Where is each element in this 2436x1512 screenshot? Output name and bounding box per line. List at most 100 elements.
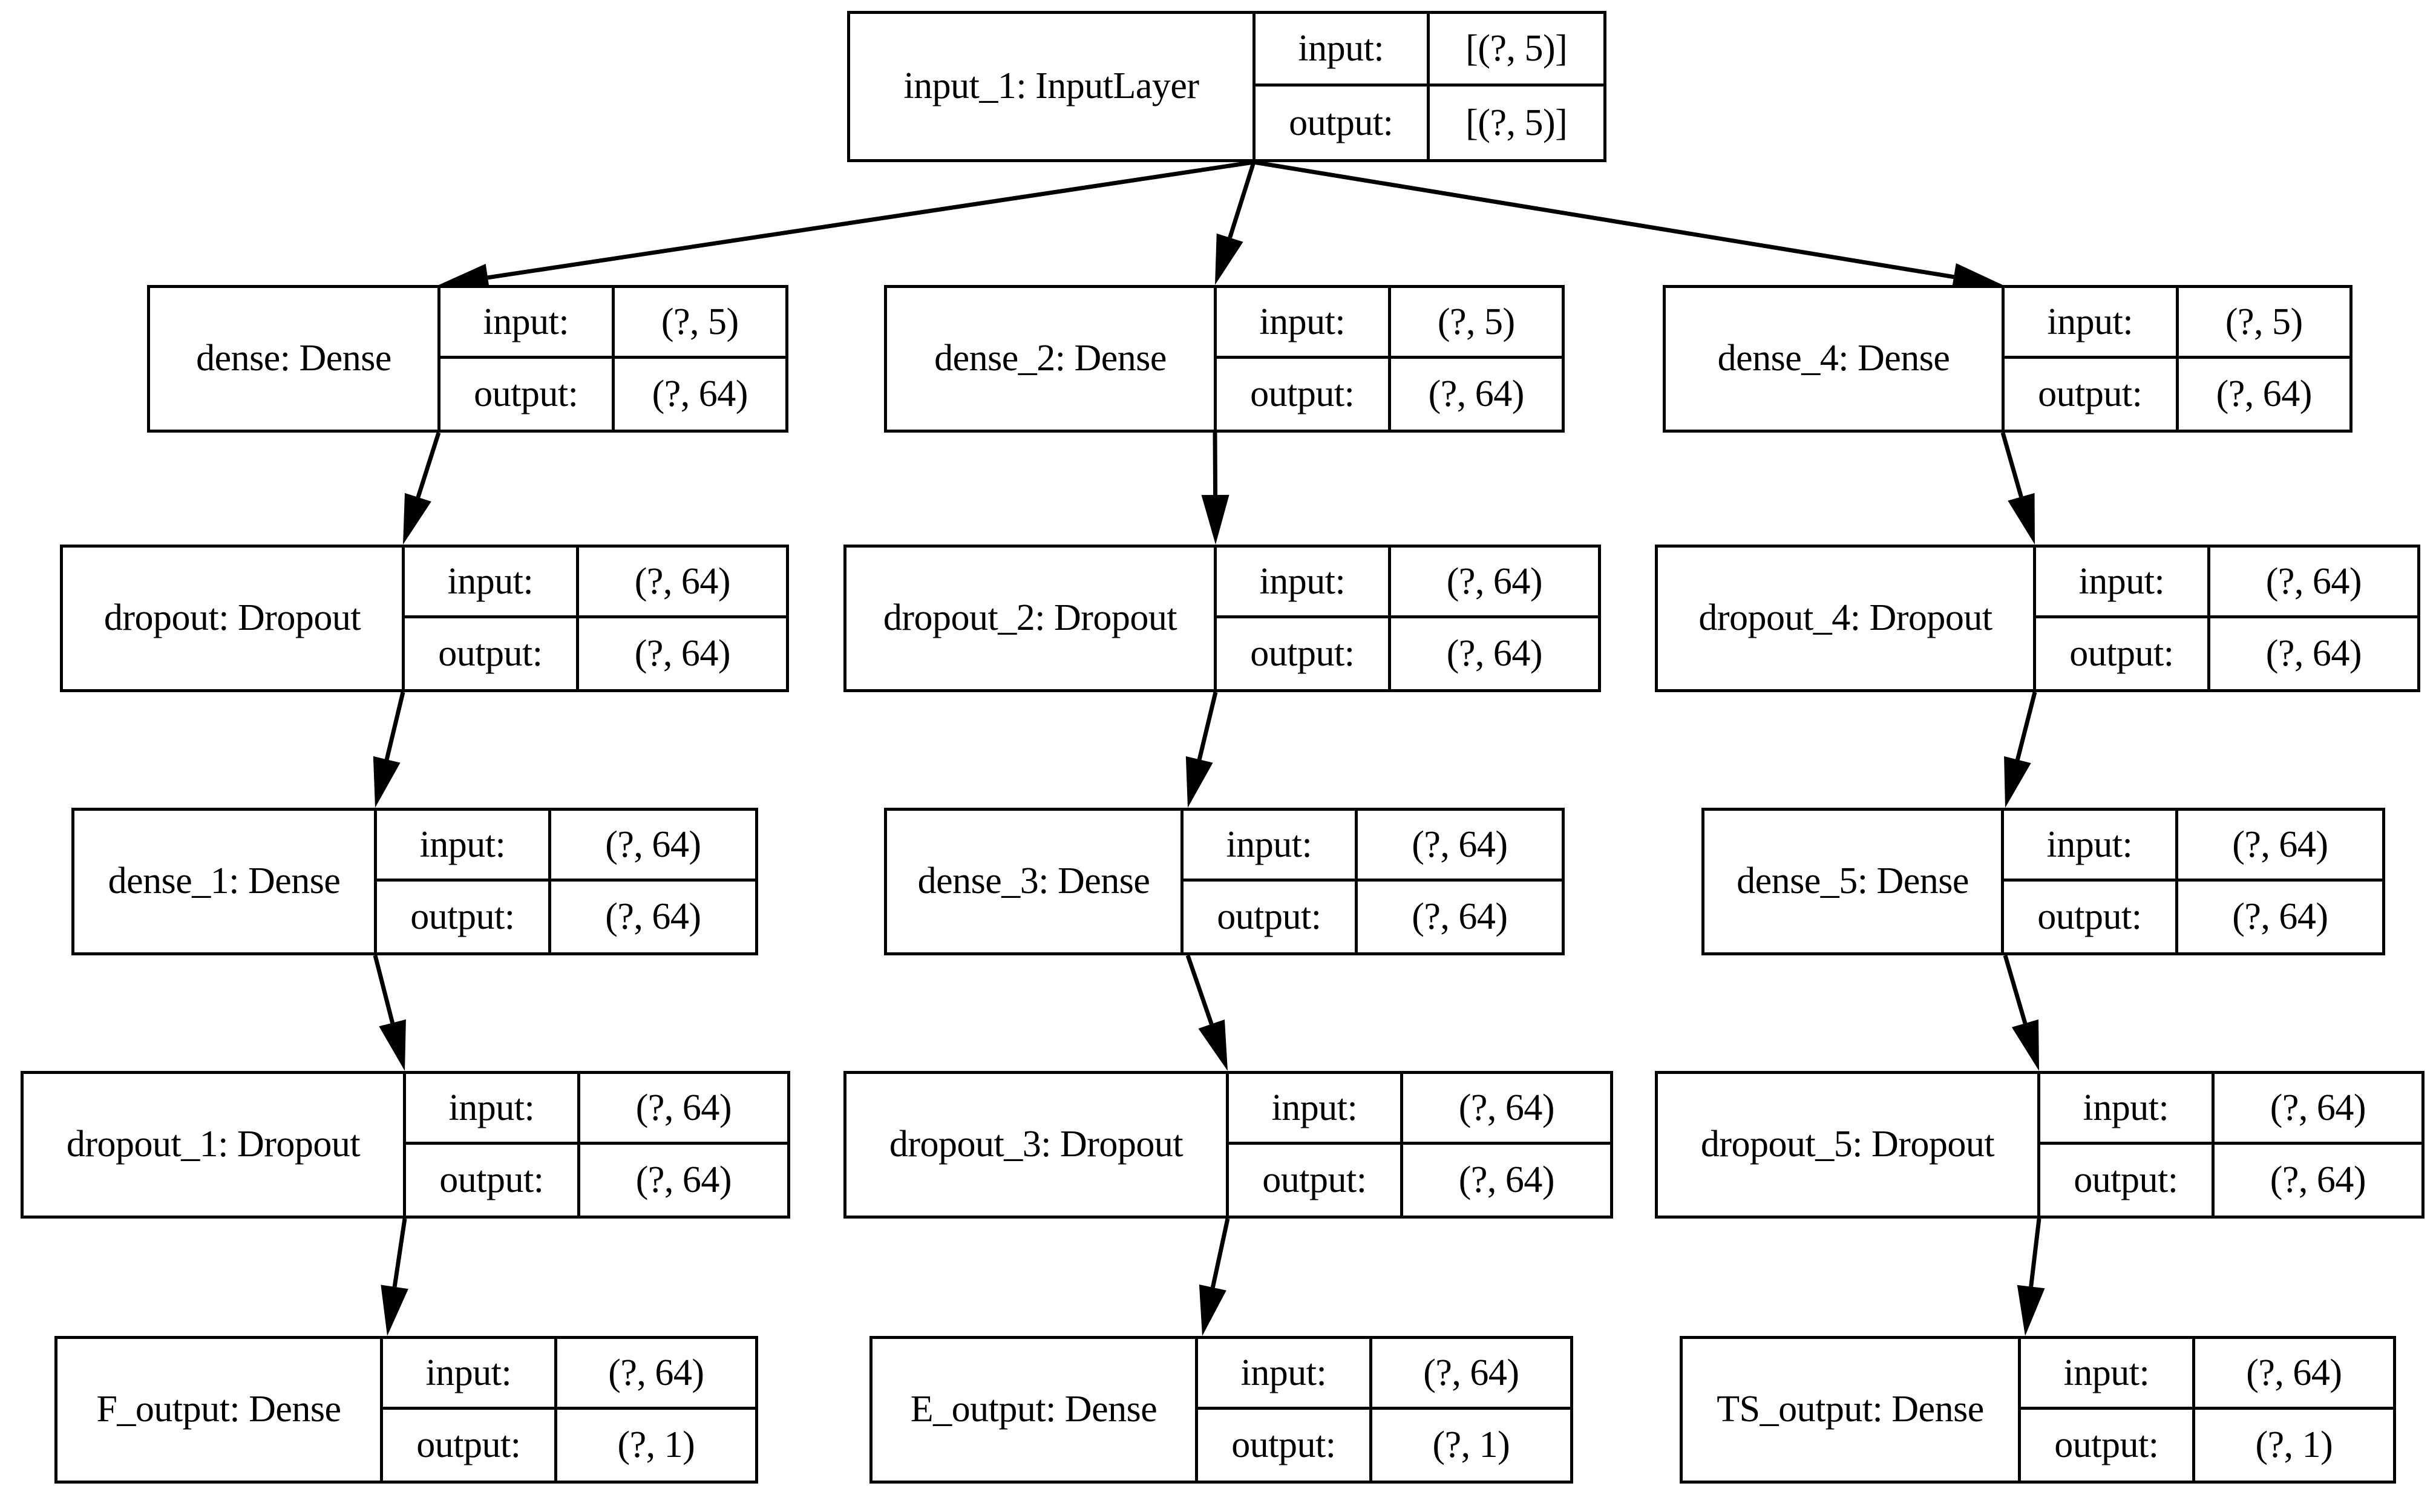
output-label-dense_3: output:: [1184, 882, 1358, 952]
io-row-input-dense_4: input:(?, 5): [2005, 288, 2349, 359]
io-row-output-dropout_1: output:(?, 64): [406, 1145, 787, 1216]
edge-arrowhead: [1199, 1284, 1226, 1336]
edge-arrowhead: [403, 493, 431, 545]
input-shape-dropout: (?, 64): [634, 560, 731, 602]
input-shape-dropout_1: (?, 64): [635, 1087, 732, 1128]
edge-shaft: [2003, 955, 2028, 1024]
edge-shaft: [392, 1218, 407, 1288]
input-shape-dense_4: (?, 5): [2225, 301, 2303, 342]
edge-shaft: [1213, 432, 1218, 496]
io-row-output-dropout_3: output: (?, 64): [1229, 1145, 1610, 1216]
input-shape-dropout_4: (?, 64): [2265, 560, 2362, 602]
io-row-output-dense_2: output: (?, 64): [1217, 359, 1562, 430]
edge-shaft: [1253, 160, 1954, 280]
node-label-dense_5: dense_5: Dense: [1737, 860, 1969, 902]
edge-dropout_1__F_output: [381, 1218, 408, 1336]
output-label-dense_2: output:: [1217, 359, 1391, 430]
output-label-TS_output: output:: [2021, 1410, 2195, 1481]
io-row-input-dropout_2: input:(?, 64): [1217, 548, 1598, 618]
edge-dropout_5__TS_output: [2017, 1218, 2045, 1336]
node-label-E_output: E_output: Dense: [910, 1389, 1157, 1430]
node-label-dense_4: dense_4: Dense: [1717, 338, 1950, 379]
node-label-dropout_2: dropout_2: Dropout: [883, 597, 1177, 639]
node-label-dense_2: dense_2: Dense: [934, 338, 1167, 379]
io-row-input-TS_output: input:(?, 64): [2021, 1339, 2393, 1410]
node-label-F_output: F_output: Dense: [96, 1389, 341, 1430]
node-label-dropout_3: dropout_3: Dropout: [889, 1124, 1184, 1165]
io-table-dropout_4: input:(?, 64)output: (?, 64): [2033, 548, 2417, 689]
io-table-dropout_3: input:(?, 64)output:(?, 64): [1226, 1074, 1610, 1216]
input-shape-dense_2: (?, 5): [1437, 301, 1515, 342]
io-row-input-dense_2: input:(?, 5): [1217, 288, 1562, 359]
input-shape-dense: (?, 5): [661, 301, 739, 342]
input-label-dense_5: input:: [2004, 811, 2178, 879]
node-F_output[interactable]: F_output: Dense input:(?, 64)output:(?, 1…: [54, 1336, 758, 1484]
io-row-output-TS_output: output:(?, 1): [2021, 1410, 2393, 1481]
input-label-dropout_5: input:: [2040, 1074, 2215, 1142]
output-shape-dense_2: (?, 64): [1428, 373, 1525, 414]
edge-arrowhead: [379, 1019, 406, 1071]
node-label-dense_3: dense_3: Dense: [917, 860, 1150, 902]
input-label-dropout: input:: [405, 548, 579, 615]
output-shape-dropout_5: (?, 64): [2270, 1159, 2366, 1200]
output-label-E_output: output:: [1198, 1410, 1372, 1481]
output-shape-dropout: (?, 64): [634, 633, 731, 674]
io-row-output-dropout: output: (?, 64): [405, 618, 786, 689]
edge-arrowhead: [2008, 493, 2035, 545]
io-row-output-dropout_5: output:(?, 64): [2040, 1145, 2421, 1216]
output-shape-E_output: (?, 1): [1432, 1424, 1510, 1465]
output-label-dropout: output:: [405, 618, 579, 689]
edge-dropout_3__E_output: [1199, 1218, 1230, 1336]
io-row-output-E_output: output: (?, 1): [1198, 1410, 1570, 1481]
output-label-dense: output:: [440, 359, 615, 430]
input-label-dense: input:: [440, 288, 615, 356]
output-label-dense_4: output:: [2005, 359, 2179, 430]
io-row-input-dense: input: (?, 5): [440, 288, 785, 359]
io-table-E_output: input:(?, 64)output:(?, 1): [1195, 1339, 1570, 1481]
node-dense_2[interactable]: dense_2: Dense input:(?, 5)output: (?, 64): [884, 285, 1565, 433]
output-label-dropout_3: output:: [1229, 1145, 1403, 1216]
output-label-F_output: output:: [383, 1410, 557, 1481]
io-row-input-dropout_4: input:(?, 64): [2036, 548, 2417, 618]
edge-arrowhead: [2017, 1285, 2045, 1336]
io-row-input-dense_1: input:(?, 64): [377, 811, 755, 882]
input-label-F_output: input:: [383, 1339, 557, 1407]
input-label-TS_output: input:: [2021, 1339, 2195, 1407]
output-shape-dense_3: (?, 64): [1412, 896, 1508, 937]
node-label-dropout_5: dropout_5: Dropout: [1700, 1124, 1995, 1165]
input-shape-dense_1: (?, 64): [605, 823, 701, 865]
io-row-input-dropout_5: input:(?, 64): [2040, 1074, 2421, 1145]
io-row-output-input_1: output:[(?, 5)]: [1256, 87, 1603, 159]
edge-arrowhead: [1201, 494, 1229, 545]
edge-arrowhead: [1198, 1019, 1228, 1071]
edge-shaft: [2000, 432, 2023, 498]
output-label-dropout_4: output:: [2036, 618, 2210, 689]
io-table-F_output: input:(?, 64)output:(?, 1): [380, 1339, 755, 1481]
output-shape-dropout_3: (?, 64): [1458, 1159, 1555, 1200]
io-table-dropout_5: input:(?, 64)output:(?, 64): [2037, 1074, 2421, 1216]
edge-dense_3__dropout_3: [1185, 954, 1228, 1071]
output-shape-dropout_4: (?, 64): [2265, 633, 2362, 674]
edge-input_1__dense_4: [1253, 160, 2003, 291]
edge-shaft: [1210, 1218, 1230, 1288]
input-shape-dense_3: (?, 64): [1412, 823, 1508, 865]
edge-arrowhead: [2004, 756, 2031, 808]
edge-shaft: [384, 692, 405, 761]
edge-dropout_4__dense_5: [2004, 692, 2037, 808]
input-shape-E_output: (?, 64): [1423, 1352, 1519, 1393]
